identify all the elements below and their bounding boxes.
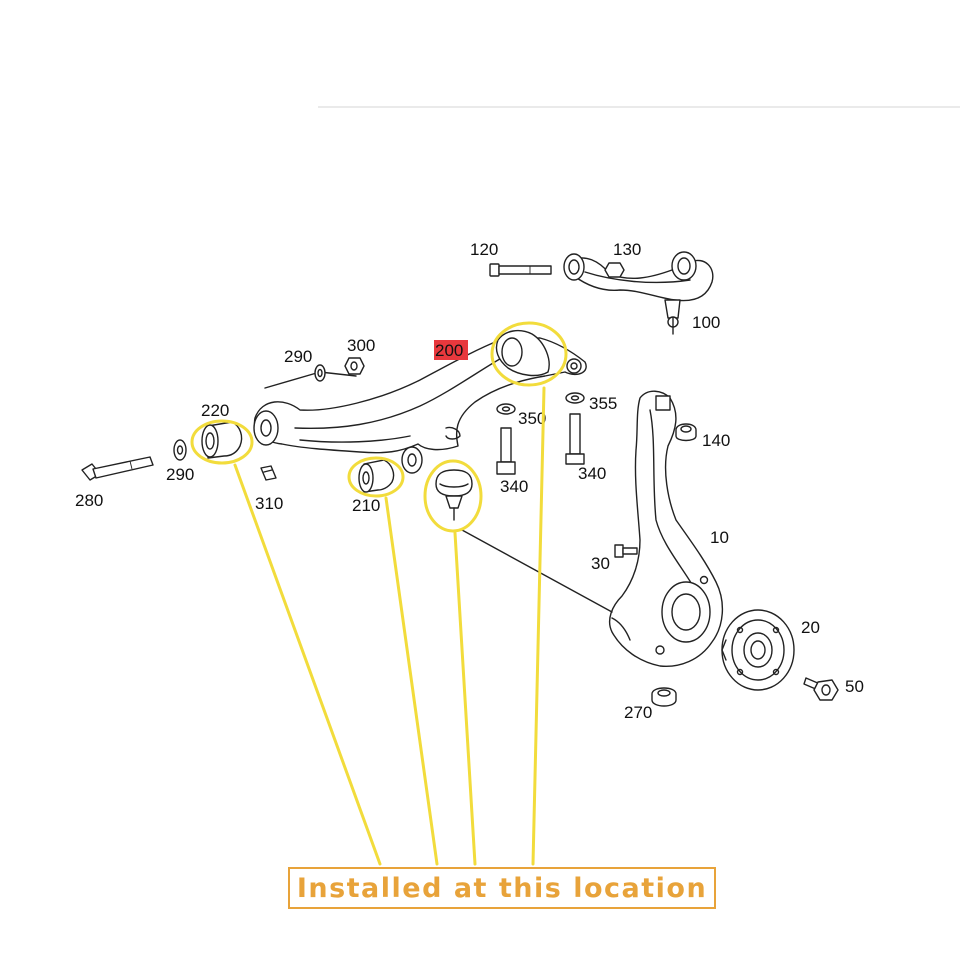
nut-130 bbox=[604, 262, 625, 278]
part-200-highlight bbox=[434, 340, 468, 360]
highlight-markers bbox=[190, 321, 568, 866]
connector-line bbox=[461, 529, 613, 613]
highlight-circle-220 bbox=[190, 419, 254, 465]
label-10: 10 bbox=[710, 528, 729, 547]
label-120: 120 bbox=[470, 240, 498, 259]
washer-290-top bbox=[314, 364, 326, 382]
bushing-210 bbox=[358, 459, 395, 493]
bushing-220 bbox=[201, 421, 243, 459]
highlight-circle-bushing-top bbox=[490, 321, 568, 387]
leader-290-300 bbox=[264, 371, 357, 389]
label-220: 220 bbox=[201, 401, 229, 420]
bolt-50 bbox=[803, 677, 839, 701]
highlight-circle-210 bbox=[347, 456, 405, 498]
lower-control-arm bbox=[253, 329, 587, 474]
wheel-hub bbox=[721, 609, 795, 691]
label-20: 20 bbox=[801, 618, 820, 637]
label-200: 200 bbox=[435, 341, 463, 360]
bolt-30 bbox=[614, 544, 638, 558]
label-300: 300 bbox=[347, 336, 375, 355]
label-210: 210 bbox=[352, 496, 380, 515]
clip-310 bbox=[260, 465, 277, 481]
leader-line-4 bbox=[531, 386, 546, 866]
bolt-120 bbox=[489, 263, 552, 277]
label-290-top: 290 bbox=[284, 347, 312, 366]
caption-text: Installed at this location bbox=[296, 872, 708, 904]
label-30: 30 bbox=[591, 554, 610, 573]
label-310: 310 bbox=[255, 494, 283, 513]
part-labels: 10 20 30 50 100 120 130 140 200 210 220 … bbox=[75, 240, 864, 722]
caption-box: Installed at this location bbox=[288, 867, 716, 909]
nut-300 bbox=[344, 357, 365, 375]
washer-355 bbox=[565, 392, 585, 404]
bolt-340-left bbox=[496, 427, 516, 475]
label-50: 50 bbox=[845, 677, 864, 696]
label-355: 355 bbox=[589, 394, 617, 413]
upper-control-arm bbox=[563, 251, 714, 335]
steering-knuckle bbox=[608, 390, 724, 667]
leader-line-2 bbox=[384, 496, 439, 866]
leader-line-3 bbox=[453, 531, 477, 866]
leader-line-1 bbox=[233, 463, 382, 866]
label-340-left: 340 bbox=[500, 477, 528, 496]
label-130: 130 bbox=[613, 240, 641, 259]
washer-350 bbox=[496, 403, 516, 415]
highlight-circle-ball-joint bbox=[423, 459, 483, 533]
ball-joint bbox=[435, 469, 473, 521]
label-340-right: 340 bbox=[578, 464, 606, 483]
label-280: 280 bbox=[75, 491, 103, 510]
label-270: 270 bbox=[624, 703, 652, 722]
bolt-280 bbox=[81, 456, 154, 481]
bolt-340-right bbox=[565, 413, 585, 465]
label-140: 140 bbox=[702, 431, 730, 450]
nut-270 bbox=[651, 687, 677, 707]
washer-290-lower bbox=[173, 439, 187, 461]
label-290-lower: 290 bbox=[166, 465, 194, 484]
label-350: 350 bbox=[518, 409, 546, 428]
nut-140 bbox=[675, 423, 697, 442]
label-100: 100 bbox=[692, 313, 720, 332]
